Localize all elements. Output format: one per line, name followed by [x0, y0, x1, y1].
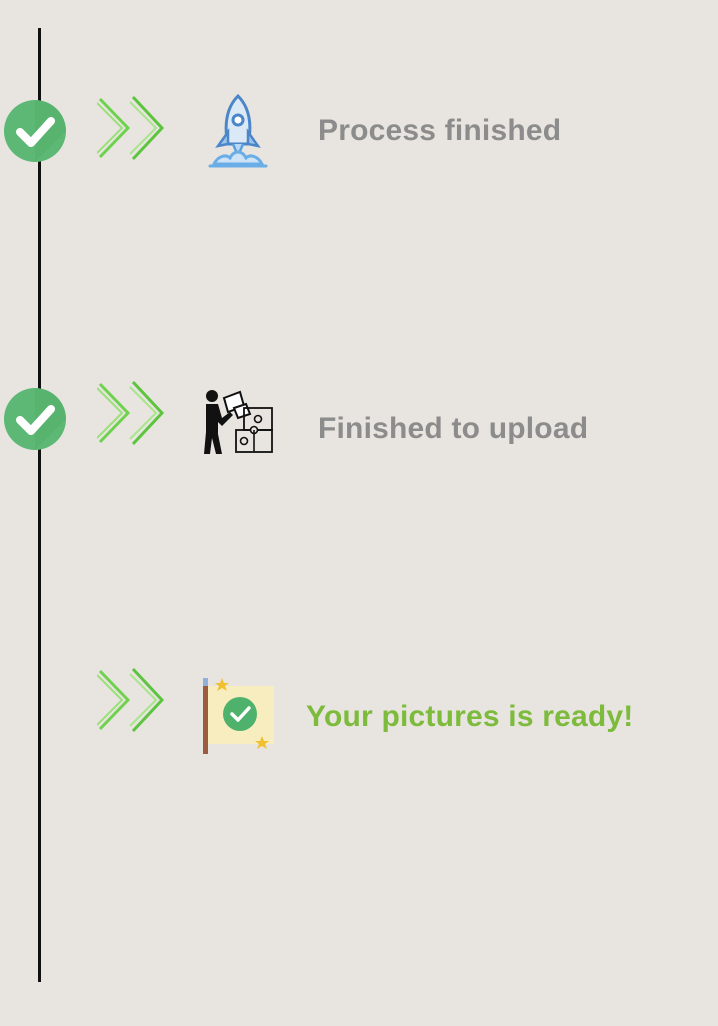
timeline-step-process-finished: Process finished	[0, 82, 718, 182]
chevrons-right-icon	[97, 380, 165, 446]
check-circle-icon	[4, 100, 66, 162]
chevrons-right-icon	[97, 95, 165, 161]
chevrons-right-icon	[97, 667, 165, 733]
timeline-step-finished-upload: Finished to upload	[0, 370, 718, 470]
rocket-icon	[208, 93, 268, 168]
check-circle-icon	[4, 388, 66, 450]
step-label-pictures-ready: Your pictures is ready!	[306, 700, 634, 733]
puzzle-worker-icon	[204, 390, 273, 454]
step-label-process-finished: Process finished	[318, 114, 562, 147]
flag-check-icon	[203, 678, 274, 754]
timeline-line	[38, 28, 41, 982]
step-label-finished-upload: Finished to upload	[318, 412, 589, 445]
timeline-step-pictures-ready: Your pictures is ready!	[0, 660, 718, 760]
